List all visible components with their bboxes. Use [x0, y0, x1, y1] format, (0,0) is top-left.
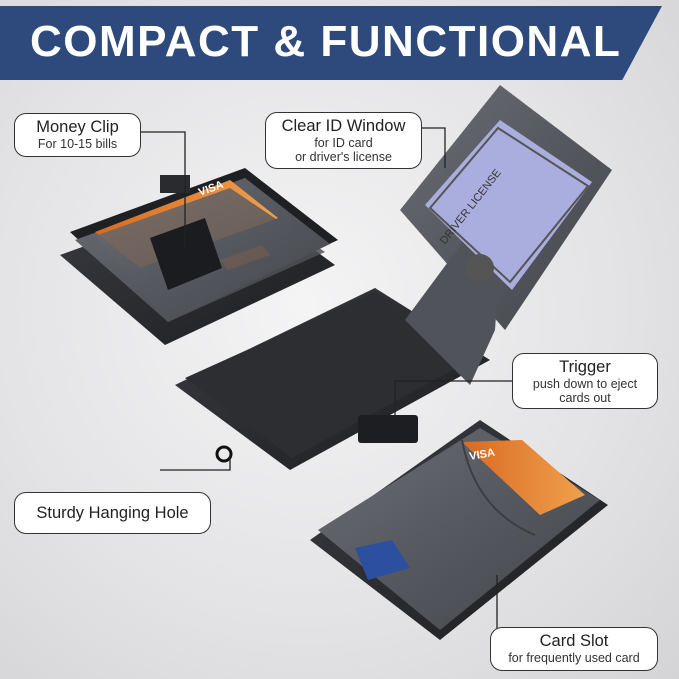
- banner-background: [0, 6, 662, 80]
- leader-id-window: [420, 127, 446, 168]
- callout-hanging-hole: Sturdy Hanging Hole: [14, 492, 211, 534]
- leader-money-clip: [140, 131, 186, 248]
- trigger-subtitle-2: cards out: [559, 391, 611, 405]
- money-clip-subtitle: For 10-15 bills: [37, 137, 118, 151]
- callout-card-slot: Card Slot for frequently used card: [490, 627, 658, 671]
- callout-id-window: Clear ID Window for ID card or driver's …: [265, 112, 422, 169]
- callout-money-clip: Money Clip For 10-15 bills: [14, 113, 141, 157]
- wallet-card-slot: [310, 420, 608, 640]
- id-window-subtitle-1: for ID card: [314, 136, 373, 150]
- leader-hanging-hole: [160, 455, 231, 471]
- card-slot-subtitle: for frequently used card: [508, 651, 640, 665]
- banner-title: COMPACT & FUNCTIONAL: [30, 17, 622, 66]
- trigger-subtitle-1: push down to eject: [532, 377, 638, 391]
- visa-label-2: VISA: [468, 447, 495, 463]
- callout-trigger: Trigger push down to eject cards out: [512, 353, 658, 409]
- leader-trigger: [394, 380, 513, 418]
- wallet-open-id-window: [175, 85, 612, 470]
- callout-leader-lines: [140, 127, 513, 630]
- id-window-subtitle-2: or driver's license: [295, 150, 392, 164]
- id-window-title: Clear ID Window: [281, 117, 406, 135]
- header-banner: COMPACT & FUNCTIONAL: [0, 6, 679, 80]
- hanging-hole-title: Sturdy Hanging Hole: [36, 504, 189, 522]
- trigger-title: Trigger: [559, 358, 611, 376]
- wallet-money-clip: [60, 168, 338, 345]
- card-slot-title: Card Slot: [539, 632, 609, 650]
- money-clip-title: Money Clip: [36, 118, 119, 136]
